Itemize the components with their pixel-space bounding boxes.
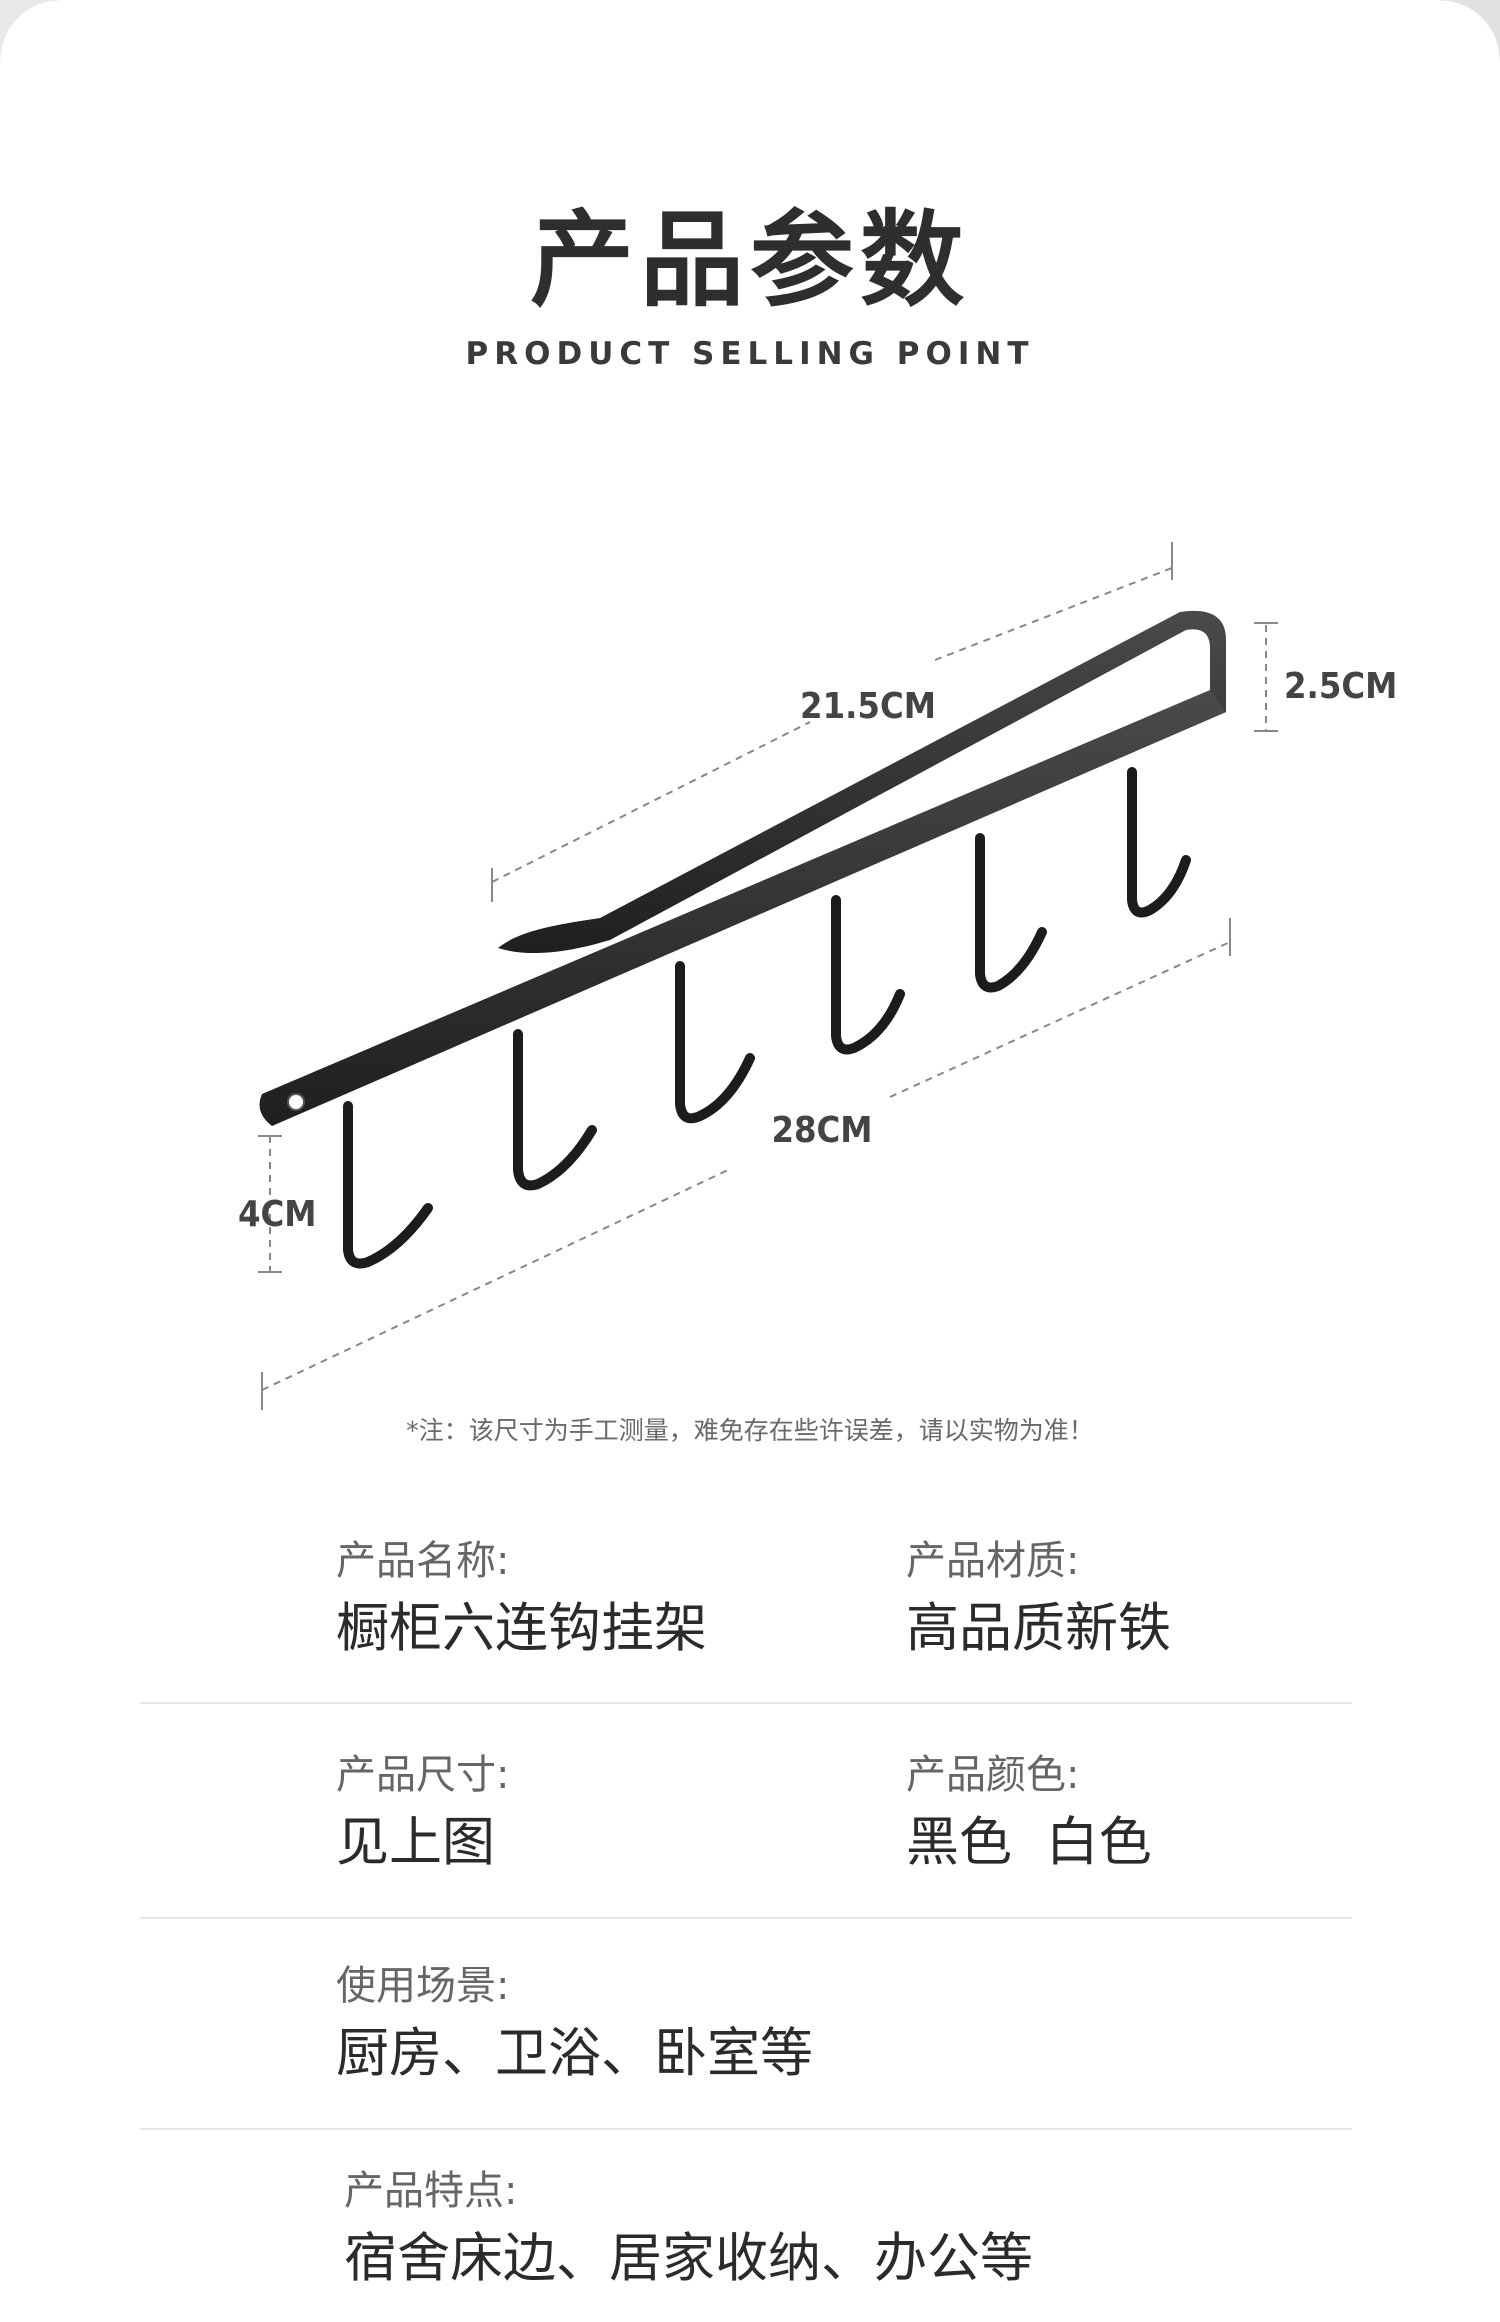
param-scene-value: 厨房、卫浴、卧室等	[336, 2023, 813, 2084]
hook-2	[513, 1029, 597, 1191]
param-feature-value: 宿舍床边、居家收纳、办公等	[344, 2228, 1033, 2289]
param-material-value: 高品质新铁	[906, 1598, 1171, 1659]
dimension-guides	[258, 542, 1278, 1410]
top-length-guide-right	[934, 567, 1173, 661]
rack-top-arm	[498, 610, 1226, 954]
param-product-name-value: 橱柜六连钩挂架	[336, 1598, 707, 1659]
hook-1	[343, 1101, 433, 1269]
hook-3	[675, 961, 755, 1124]
param-product-name-label: 产品名称:	[336, 1538, 510, 1584]
divider	[140, 2128, 1352, 2130]
divider	[140, 1702, 1352, 1704]
param-feature: 产品特点: 宿舍床边、居家收纳、办公等	[344, 2166, 1033, 2294]
param-color-value: 黑色 白色	[906, 1812, 1152, 1873]
product-dimension-diagram: 21.5CM 2.5CM 28CM 4CM	[238, 542, 1397, 1410]
bottom-length-label: 28CM	[771, 1110, 872, 1151]
rack-bottom-bar-face	[259, 690, 1226, 1126]
bottom-length-guide-left	[261, 1169, 729, 1391]
hook-5	[975, 833, 1047, 993]
mounting-hole	[287, 1093, 305, 1111]
param-product-name: 产品名称: 橱柜六连钩挂架	[336, 1536, 707, 1664]
bottom-length-guide-right	[889, 941, 1231, 1098]
hook-6	[1127, 767, 1191, 918]
param-size-label: 产品尺寸:	[336, 1752, 510, 1798]
param-color: 产品颜色: 黑色 白色	[906, 1750, 1152, 1878]
corner-decoration-right	[1440, 0, 1500, 60]
param-color-label: 产品颜色:	[906, 1752, 1080, 1798]
divider	[140, 1917, 1352, 1919]
param-feature-label: 产品特点:	[344, 2168, 518, 2214]
param-scene-label: 使用场景:	[336, 1963, 510, 2009]
corner-decoration-left	[0, 0, 60, 60]
height-label: 2.5CM	[1284, 666, 1397, 707]
param-material: 产品材质: 高品质新铁	[906, 1536, 1171, 1664]
top-length-label: 21.5CM	[800, 686, 936, 727]
page-title: 产品参数	[529, 199, 970, 321]
hooks	[343, 767, 1191, 1269]
param-material-label: 产品材质:	[906, 1538, 1080, 1584]
param-size-value: 见上图	[336, 1812, 495, 1873]
param-size: 产品尺寸: 见上图	[336, 1750, 509, 1878]
hook-length-label: 4CM	[238, 1194, 317, 1235]
param-scene: 使用场景: 厨房、卫浴、卧室等	[336, 1961, 813, 2089]
hook-4	[831, 895, 905, 1055]
measurement-note: *注：该尺寸为手工测量，难免存在些许误差，请以实物为准！	[406, 1416, 1094, 1445]
page-subtitle: PRODUCT SELLING POINT	[465, 336, 1035, 372]
